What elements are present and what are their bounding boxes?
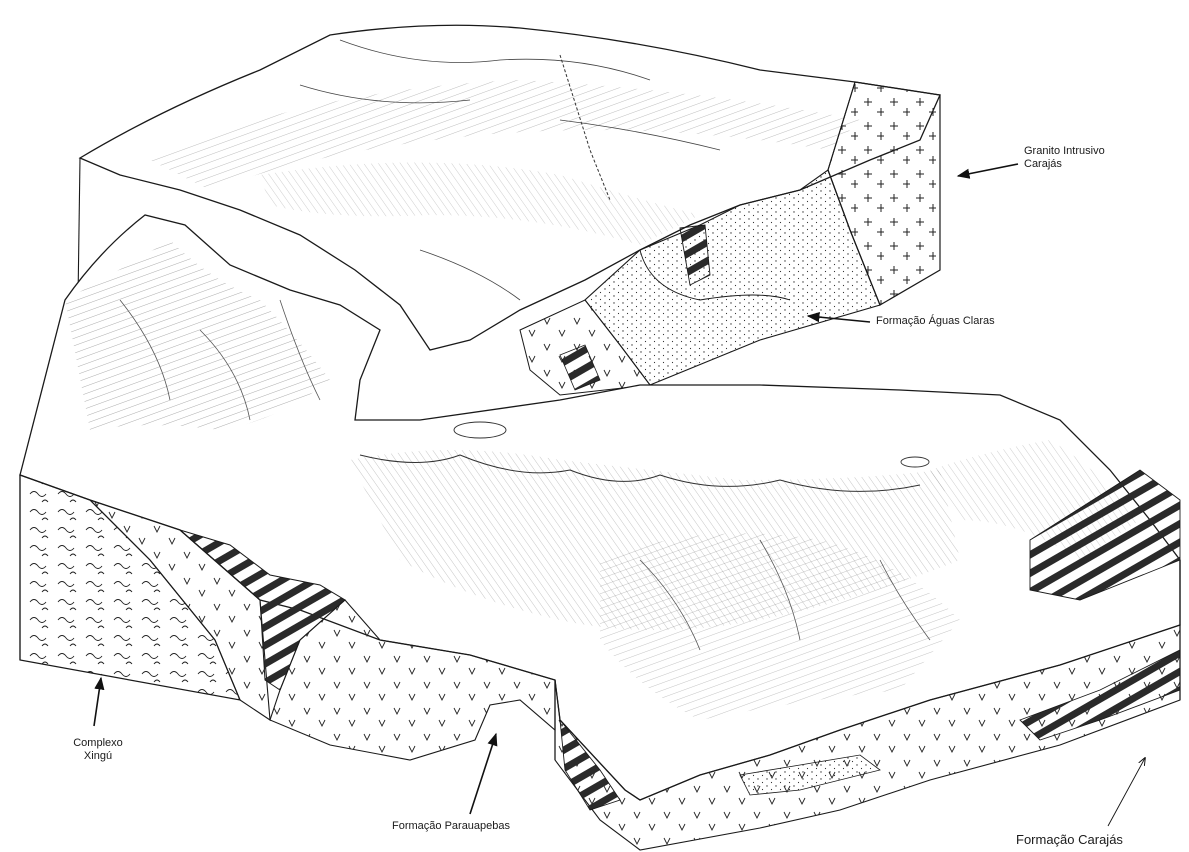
granito-label-line2: Carajás xyxy=(1024,158,1105,171)
aguas-claras-label: Formação Águas Claras xyxy=(876,315,995,328)
parauapebas-arrow xyxy=(470,734,496,814)
granito-label: Granito Intrusivo Carajás xyxy=(1024,145,1105,171)
granito-label-line1: Granito Intrusivo xyxy=(1024,145,1105,158)
carajas-label: Formação Carajás xyxy=(1016,832,1123,847)
parauapebas-label: Formação Parauapebas xyxy=(392,820,510,833)
xingu-label-line2: Xingú xyxy=(52,750,144,763)
xingu-label: Complexo Xingú xyxy=(52,737,144,763)
xingu-label-line1: Complexo xyxy=(52,737,144,750)
xingu-arrow xyxy=(94,678,101,726)
granito-arrow xyxy=(958,164,1018,176)
carajas-arrow xyxy=(1108,758,1145,826)
